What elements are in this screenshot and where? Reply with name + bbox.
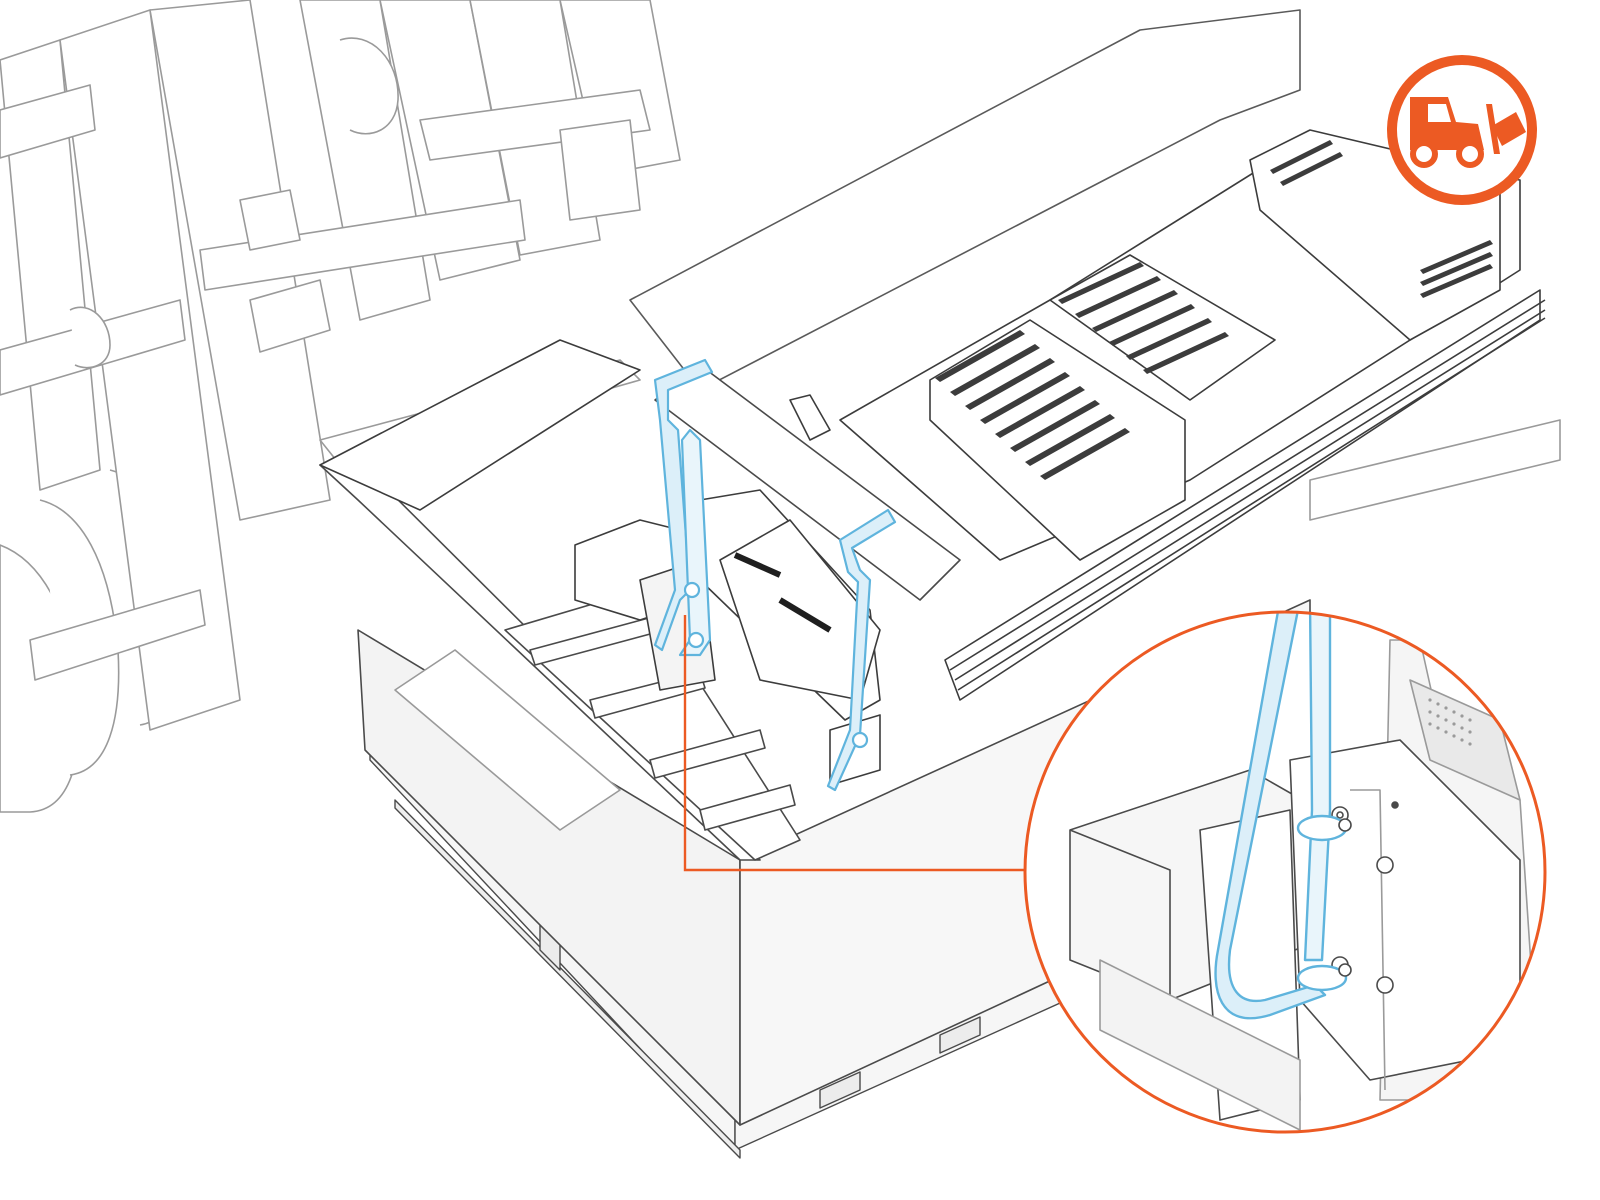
callout-connector	[683, 615, 1033, 872]
forklift-badge	[1387, 55, 1537, 205]
lifting-strap-left	[653, 358, 714, 657]
lifting-strap-right	[826, 508, 897, 792]
forklift-mast	[0, 0, 681, 813]
callout-detail-circle	[1023, 610, 1547, 1134]
front-grille	[733, 552, 832, 633]
vent-grilles	[935, 140, 1493, 480]
forklift-icon	[1410, 97, 1526, 168]
